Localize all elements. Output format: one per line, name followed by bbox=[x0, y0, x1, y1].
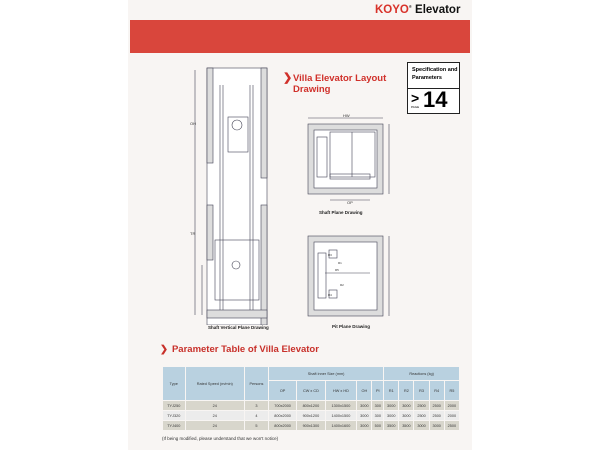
svg-text:R4: R4 bbox=[328, 293, 332, 297]
layout-title: ❯Villa Elevator Layout Drawing bbox=[283, 72, 387, 96]
chevron-icon: ❯ bbox=[160, 344, 168, 355]
svg-text:TR: TR bbox=[190, 231, 195, 236]
parameter-table-title: ❯Parameter Table of Villa Elevator bbox=[160, 344, 319, 355]
footnote: (If being modified, please understand th… bbox=[162, 436, 279, 441]
svg-text:OH: OH bbox=[190, 121, 196, 126]
svg-text:R2: R2 bbox=[340, 283, 344, 287]
vertical-drawing-caption: Shaft Vertical Plane Drawing bbox=[208, 325, 269, 330]
shaft-vertical-drawing: OH TR bbox=[190, 67, 268, 325]
shaft-plane-caption: Shaft Plane Drawing bbox=[319, 210, 363, 215]
chevron-icon: > bbox=[411, 90, 420, 106]
pit-plane-drawing: R3 R1 R5 R2 R4 bbox=[307, 235, 390, 317]
svg-text:R5: R5 bbox=[335, 268, 339, 272]
logo: KOYO® Elevator bbox=[375, 4, 461, 16]
chevron-icon: ❯ bbox=[283, 72, 293, 84]
red-banner bbox=[130, 20, 470, 53]
parameter-table: Type Rated Speed (m/min) Persons Shaft i… bbox=[162, 366, 461, 431]
pit-plane-caption: Pit Plane Drawing bbox=[332, 324, 371, 329]
svg-text:R3: R3 bbox=[328, 253, 332, 257]
svg-text:R1: R1 bbox=[338, 261, 342, 265]
shaft-plane-drawing: HW OP bbox=[307, 113, 390, 205]
svg-text:HW: HW bbox=[343, 113, 350, 118]
svg-text:OP: OP bbox=[347, 200, 353, 205]
